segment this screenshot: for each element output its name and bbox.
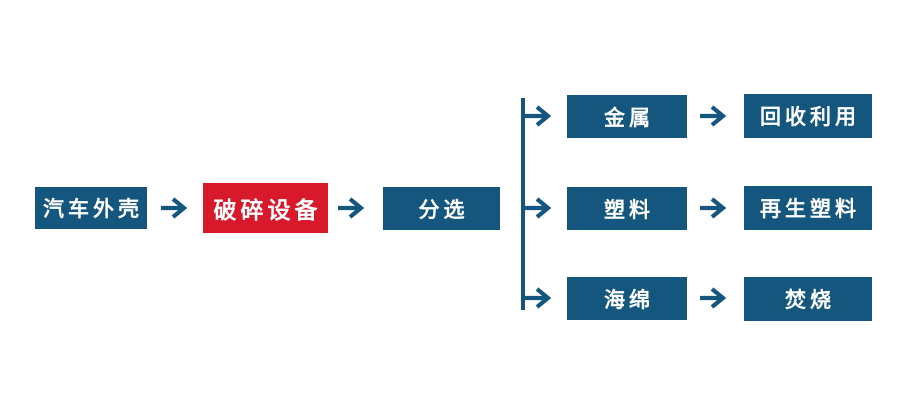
arrow-right-icon: [524, 105, 552, 127]
arrow-right-icon: [524, 287, 552, 309]
arrow-right-icon: [338, 197, 365, 219]
node-sorting: 分选: [383, 187, 500, 230]
node-recycling-reuse: 回收利用: [744, 94, 872, 138]
node-crushing-equipment: 破碎设备: [203, 183, 328, 233]
node-plastic: 塑料: [567, 187, 687, 230]
branch-connector-line: [521, 98, 525, 310]
node-metal: 金属: [567, 95, 687, 138]
arrow-right-icon: [700, 287, 727, 309]
arrow-right-icon: [524, 197, 552, 219]
node-recycled-plastic: 再生塑料: [744, 186, 872, 230]
node-car-shell: 汽车外壳: [35, 187, 147, 229]
arrow-right-icon: [700, 197, 727, 219]
arrow-right-icon: [700, 105, 727, 127]
node-sponge: 海绵: [567, 277, 687, 320]
node-incineration: 焚烧: [744, 277, 872, 321]
arrow-right-icon: [161, 197, 188, 219]
